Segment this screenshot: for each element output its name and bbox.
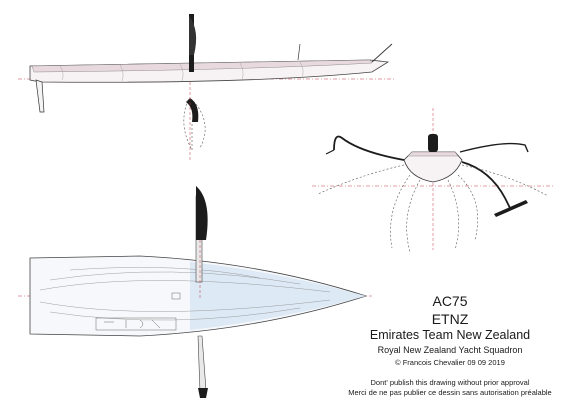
section-deck [407,151,459,157]
section-top-right-arm [459,142,529,153]
side-bow-spar [371,43,393,63]
section-mast [428,134,438,152]
side-rudder [35,79,45,113]
side-mast-top [189,16,197,55]
front-section-view [312,108,555,253]
side-panel-lines [59,61,304,82]
section-right-foil-wing [494,200,528,217]
plan-sail-head [196,186,208,240]
section-dashed-arcs [317,164,549,253]
side-foil-arcs [183,99,206,151]
author-date-label: © Francois Chevalier 09 09 2019 [395,358,505,367]
section-right-foil-arm [461,161,511,209]
plan-mast-step [171,292,181,300]
side-stanchion [297,43,301,61]
side-profile-view [18,14,395,160]
section-left-foil-arm [333,135,405,161]
team-name-label: Emirates Team New Zealand [369,328,531,342]
plan-view [18,186,372,398]
side-foil-arm [186,98,199,122]
plan-cockpit [95,317,177,331]
plan-contours [39,267,331,321]
side-deck-strip [31,59,373,73]
plan-hull-shading [190,262,366,330]
copyright-notice-en: Dont' publish this drawing without prior… [370,378,530,387]
club-label: Royal New Zealand Yacht Squadron [377,345,523,355]
model-label: AC75 [432,293,468,309]
section-left-foil-tip [325,149,335,155]
plan-foil-arm [197,335,207,393]
team-code-label: ETNZ [431,311,469,327]
copyright-notice-fr: Merci de ne pas publier ce dessin sans a… [348,388,552,397]
plan-foil-tip [198,388,208,398]
plan-cockpit-details [104,319,161,329]
section-hull [403,151,463,183]
